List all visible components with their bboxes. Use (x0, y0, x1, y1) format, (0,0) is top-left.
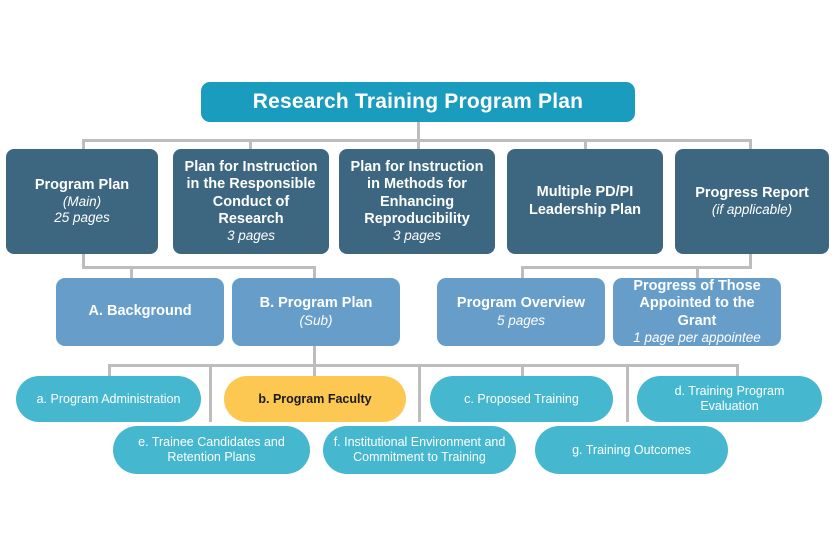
connector-level2-drop-b (313, 266, 316, 278)
connector-level2-left-bus (82, 266, 316, 269)
connector-level3-drop-b (313, 364, 316, 376)
node-label: a. Program Administration (36, 391, 181, 406)
connector-progressreport-stem (749, 254, 752, 268)
connector-title-stem (417, 120, 420, 142)
node-sublabel-2: 25 pages (54, 210, 110, 226)
node-sublabel-1: 3 pages (392, 227, 442, 243)
node-f-institutional-environment-commitment[interactable]: f. Institutional Environment and Commitm… (323, 426, 516, 474)
node-label: e. Trainee Candidates and Retention Plan… (138, 435, 285, 464)
node-sublabel-1: 3 pages (226, 227, 276, 243)
node-title-label: Research Training Program Plan (252, 89, 584, 113)
node-b-program-faculty[interactable]: b. Program Faculty (224, 376, 406, 422)
connector-level1-drop-5 (749, 139, 752, 149)
node-plan-responsible-conduct-research[interactable]: Plan for Instruction in the Responsible … (173, 149, 329, 254)
node-label: Progress of Those Appointed to the Grant (633, 278, 761, 329)
node-sublabel-1: 1 page per appointee (633, 329, 761, 345)
connector-level1-drop-4 (584, 139, 587, 149)
node-label: Plan for Instruction in the Responsible … (184, 159, 318, 227)
node-label: B. Program Plan (259, 295, 373, 312)
connector-level1-drop-2 (249, 139, 252, 149)
connector-level3-drop-d (736, 364, 739, 376)
node-g-training-outcomes[interactable]: g. Training Outcomes (535, 426, 728, 474)
connector-level2-drop-a (130, 266, 133, 278)
node-label: f. Institutional Environment and Commitm… (333, 435, 506, 464)
node-b-program-plan-sub[interactable]: B. Program Plan (Sub) (232, 278, 400, 346)
node-label: Plan for Instruction in Methods for Enha… (350, 159, 484, 227)
node-label: Program Plan (34, 177, 130, 194)
node-label: Progress Report (695, 184, 809, 201)
node-a-program-administration[interactable]: a. Program Administration (16, 376, 201, 422)
node-label: b. Program Faculty (258, 391, 372, 406)
node-c-proposed-training[interactable]: c. Proposed Training (430, 376, 613, 422)
connector-level1-drop-3 (417, 139, 420, 149)
node-progress-of-those-appointed[interactable]: Progress of Those Appointed to the Grant… (613, 278, 781, 346)
connector-level3-drop-f (418, 364, 421, 422)
connector-level3-drop-c (521, 364, 524, 376)
connector-subplan-stem (313, 346, 316, 366)
node-progress-report[interactable]: Progress Report (if applicable) (675, 149, 829, 254)
node-program-plan-main[interactable]: Program Plan (Main) 25 pages (6, 149, 158, 254)
connector-level3-drop-a (108, 364, 111, 376)
connector-level3-drop-e (209, 364, 212, 422)
node-label: c. Proposed Training (464, 391, 579, 406)
node-label: d. Training Program Evaluation (674, 384, 785, 413)
connector-level3-drop-g (626, 364, 629, 422)
node-label: A. Background (88, 303, 192, 320)
node-sublabel-1: (Main) (62, 194, 102, 210)
node-sublabel-1: (if applicable) (711, 202, 793, 218)
node-sublabel-1: (Sub) (299, 312, 333, 328)
connector-level3-bus (108, 364, 736, 367)
node-sublabel-1: 5 pages (496, 312, 546, 328)
node-e-trainee-candidates-retention-plans[interactable]: e. Trainee Candidates and Retention Plan… (113, 426, 310, 474)
node-plan-enhancing-reproducibility[interactable]: Plan for Instruction in Methods for Enha… (339, 149, 495, 254)
connector-programplan-stem (82, 254, 85, 268)
node-multiple-pd-pi-leadership-plan[interactable]: Multiple PD/PI Leadership Plan (507, 149, 663, 254)
node-research-training-program-plan[interactable]: Research Training Program Plan (201, 82, 635, 122)
node-a-background[interactable]: A. Background (56, 278, 224, 346)
node-label: g. Training Outcomes (572, 442, 691, 457)
node-program-overview[interactable]: Program Overview 5 pages (437, 278, 605, 346)
node-label: Multiple PD/PI Leadership Plan (528, 184, 641, 218)
connector-level1-drop-1 (82, 139, 85, 149)
node-label: Program Overview (456, 295, 586, 312)
connector-level2-drop-progress (696, 266, 699, 278)
connector-level2-right-bus (521, 266, 752, 269)
connector-level2-drop-overview (521, 266, 524, 278)
node-d-training-program-evaluation[interactable]: d. Training Program Evaluation (637, 376, 822, 422)
